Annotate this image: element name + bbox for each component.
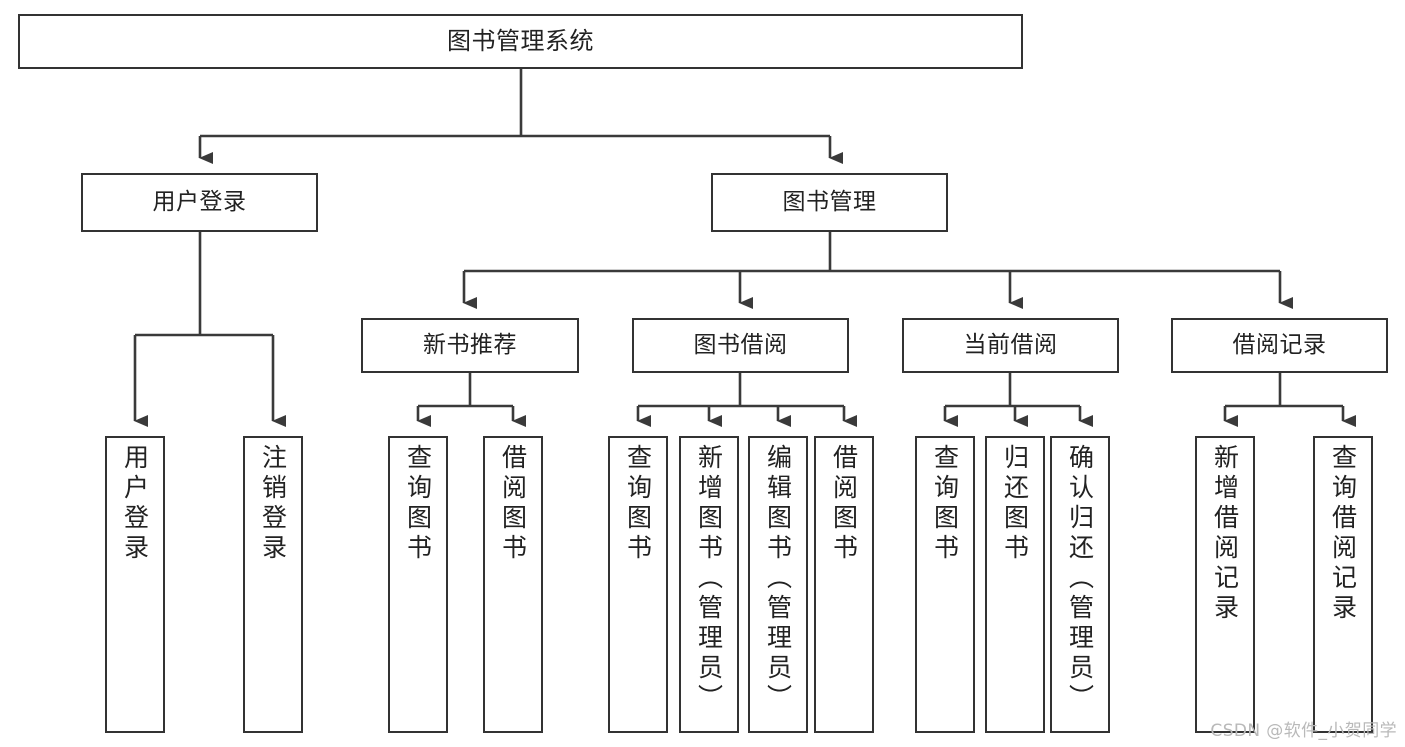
node-leaf-return-book-label: 归还图书 — [1000, 444, 1030, 564]
node-leaf-query-book-2[interactable]: 查询图书 — [608, 436, 668, 733]
node-leaf-user-login-label: 用户登录 — [120, 444, 150, 564]
node-user-login[interactable]: 用户登录 — [81, 173, 318, 232]
node-borrow-record[interactable]: 借阅记录 — [1171, 318, 1388, 373]
node-leaf-borrow-book-1[interactable]: 借阅图书 — [483, 436, 543, 733]
node-borrow-record-label: 借阅记录 — [1232, 331, 1327, 358]
node-leaf-edit-book[interactable]: 编辑图书（管理员） — [748, 436, 808, 733]
node-leaf-borrow-book-2-label: 借阅图书 — [829, 444, 859, 564]
node-leaf-query-book-1-label: 查询图书 — [403, 444, 433, 564]
node-leaf-logout-label: 注销登录 — [258, 444, 288, 564]
node-new-book-recommendation-label: 新书推荐 — [423, 331, 517, 358]
node-root[interactable]: 图书管理系统 — [18, 14, 1023, 69]
node-leaf-logout[interactable]: 注销登录 — [243, 436, 303, 733]
csdn-watermark: CSDN @软件_小贺同学 — [1210, 721, 1397, 741]
node-leaf-add-borrow-record[interactable]: 新增借阅记录 — [1195, 436, 1255, 733]
node-root-label: 图书管理系统 — [447, 27, 594, 56]
node-current-borrow-label: 当前借阅 — [963, 331, 1058, 358]
node-leaf-confirm-return[interactable]: 确认归还（管理员） — [1050, 436, 1110, 733]
node-new-book-recommendation[interactable]: 新书推荐 — [361, 318, 579, 373]
node-leaf-add-book[interactable]: 新增图书（管理员） — [679, 436, 739, 733]
node-current-borrow[interactable]: 当前借阅 — [902, 318, 1119, 373]
node-leaf-edit-book-label: 编辑图书（管理员） — [763, 444, 793, 714]
node-book-borrow-label: 图书借阅 — [693, 331, 788, 358]
node-book-borrow[interactable]: 图书借阅 — [632, 318, 849, 373]
node-leaf-user-login[interactable]: 用户登录 — [105, 436, 165, 733]
node-leaf-query-book-2-label: 查询图书 — [623, 444, 653, 564]
node-leaf-query-book-3[interactable]: 查询图书 — [915, 436, 975, 733]
node-book-manage[interactable]: 图书管理 — [711, 173, 948, 232]
node-leaf-borrow-book-2[interactable]: 借阅图书 — [814, 436, 874, 733]
node-leaf-add-borrow-record-label: 新增借阅记录 — [1210, 444, 1240, 624]
node-leaf-query-borrow-record[interactable]: 查询借阅记录 — [1313, 436, 1373, 733]
node-leaf-return-book[interactable]: 归还图书 — [985, 436, 1045, 733]
node-leaf-confirm-return-label: 确认归还（管理员） — [1065, 444, 1095, 714]
node-user-login-label: 用户登录 — [152, 188, 247, 215]
node-leaf-add-book-label: 新增图书（管理员） — [694, 444, 724, 714]
node-leaf-borrow-book-1-label: 借阅图书 — [498, 444, 528, 564]
node-leaf-query-book-1[interactable]: 查询图书 — [388, 436, 448, 733]
node-book-manage-label: 图书管理 — [782, 188, 877, 215]
node-leaf-query-borrow-record-label: 查询借阅记录 — [1328, 444, 1358, 624]
node-leaf-query-book-3-label: 查询图书 — [930, 444, 960, 564]
